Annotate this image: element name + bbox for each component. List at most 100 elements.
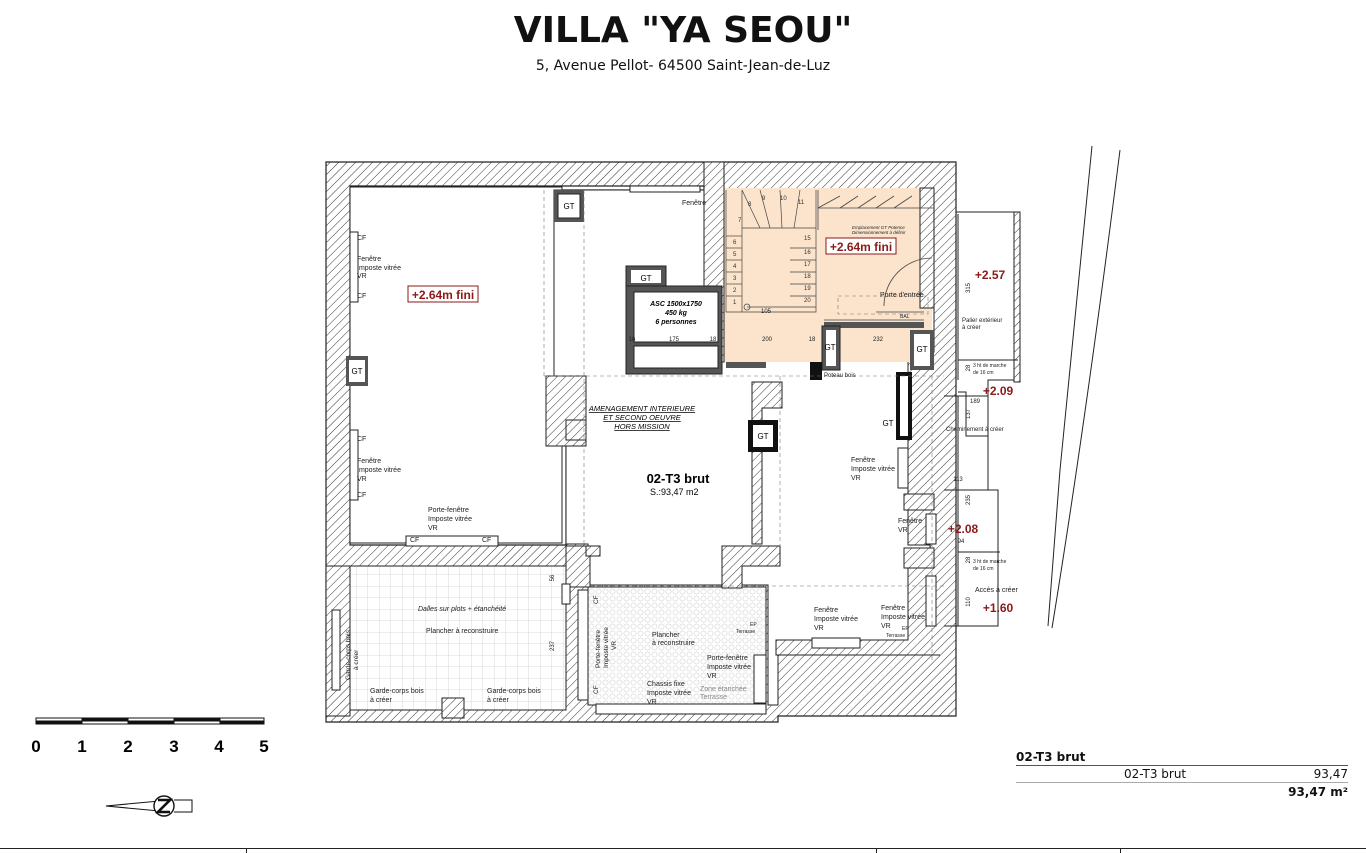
dimension: 137 [966,408,972,419]
stair-step: 4 [733,264,737,270]
dimension: 113 [953,477,963,483]
dimension: 110 [966,597,972,607]
dimension: 200 [762,337,773,343]
label-cf: CF [593,685,600,694]
label-cf: CF [357,492,366,499]
label-imposte: Imposte vitrée [707,664,751,671]
height-right-top: +2.57 [975,268,1006,282]
scale-label: 5 [259,737,268,756]
mission-note-2: ET SECOND OEUVRE [603,413,682,422]
height-entry: +2.64m fini [830,240,892,254]
staircase [725,189,817,313]
summary-heading: 02-T3 brut [1016,750,1348,766]
label-imposte: Imposte vitrée [603,627,610,668]
label-vr: VR [814,625,824,632]
footer-divider [0,848,1366,849]
label-plancher: à reconstruire [652,640,695,647]
label-emplacement: Dimensionnement à définir [852,230,906,235]
entry-closets [817,190,934,321]
label-palier: à créer [962,325,981,331]
label-ep: EP [750,622,757,628]
label-vr: VR [881,623,891,630]
lift-shaft: ASC 1500x1750 450 kg 6 personnes GT [625,265,723,375]
stair-step: 8 [748,202,752,208]
dimension: 16 [629,337,636,343]
summary-row: 02-T3 brut 93,47 [1016,766,1348,783]
stair-step: 19 [804,286,811,292]
label-imposte: Imposte vitrée [814,616,858,623]
stair-step: 17 [804,262,811,268]
area-summary-table: 02-T3 brut 02-T3 brut 93,47 93,47 m² [1016,750,1348,799]
label-cheminement: Cheminement à créer [946,427,1004,433]
scale-label: 0 [31,737,40,756]
label-garde-corps: Garde-corps bois [370,688,424,695]
gt-ducts: GT GT GT GT GT GT [346,190,934,452]
label-imposte: Imposte vitrée [881,614,925,621]
height-right-low: +2.08 [948,522,979,536]
label-marche: de 16 cm [973,370,994,376]
dimension: 175 [669,337,680,343]
mission-note-3: HORS MISSION [614,422,670,431]
summary-row-value: 93,47 [1313,767,1348,781]
label-imposte: Imposte vitrée [357,265,401,272]
left-windows [349,185,937,715]
stair-step: 1 [733,300,737,306]
dimension: 18 [809,337,816,343]
label-bal: BAL [900,314,910,320]
label-acces: Accès à créer [975,587,1018,594]
stair-step: 11 [798,200,805,206]
lift-label-3: 6 personnes [655,319,696,326]
label-dalles: Dalles sur plots + étanchéité [418,606,506,613]
label-imposte: Imposte vitrée [428,516,472,523]
label-zone: Zone étanchée [700,686,747,693]
stair-step: 10 [780,196,787,202]
label-ep: EP [902,626,909,632]
gt-label: GT [882,419,893,428]
label-vr: VR [707,673,717,680]
label-cf: CF [482,537,491,544]
dimension: 237 [550,640,556,651]
stair-step: 15 [804,236,811,242]
label-plancher: Plancher [652,632,680,639]
gt-label: GT [563,202,574,211]
stair-step: 2 [733,288,737,294]
label-imposte: Imposte vitrée [851,466,895,473]
label-cf: CF [593,595,600,604]
dimension: 28 [966,364,972,371]
dimension: 28 [966,556,972,563]
label-plancher: Plancher à reconstruire [426,628,498,635]
plan-address: 5, Avenue Pellot- 64500 Saint-Jean-de-Lu… [535,58,831,74]
lift-label-2: 450 kg [664,310,688,317]
height-right-bottom: +1.60 [983,601,1014,615]
dimension: 56 [550,574,556,581]
lift-label-1: ASC 1500x1750 [649,301,702,308]
label-chassis: Imposte vitrée [647,690,691,697]
label-fenetre: Fenêtre [814,607,838,614]
label-fenetre: Fenêtre [682,200,706,207]
label-fenetre: Fenêtre [357,458,381,465]
label-porte-fenetre: Porte-fenêtre [595,630,602,668]
scale-label: 3 [169,737,178,756]
label-cf: CF [410,537,419,544]
summary-total: 93,47 m² [1288,785,1348,799]
gt-label: GT [351,367,362,376]
stair-step: 16 [804,250,811,256]
gt-label-lift: GT [640,274,651,283]
label-vr: VR [611,641,618,650]
gt-label: GT [916,345,927,354]
label-marche: 3 ht de marche [973,363,1007,369]
stair-step: 20 [804,298,811,304]
label-emplacement: Emplacement GT Potence [852,225,905,230]
stair-step: 7 [738,218,742,224]
stair-step: 18 [804,274,811,280]
label-vr: VR [357,273,367,280]
scale-label: 1 [77,737,86,756]
height-right-mid: +2.09 [983,384,1014,398]
north-arrow-icon [105,795,193,817]
footer-tick [246,848,247,853]
label-porte-fenetre: Porte-fenêtre [707,655,748,662]
exterior-walkway [944,145,1121,629]
dimension: 105 [761,309,772,315]
stair-step: 9 [762,196,766,202]
